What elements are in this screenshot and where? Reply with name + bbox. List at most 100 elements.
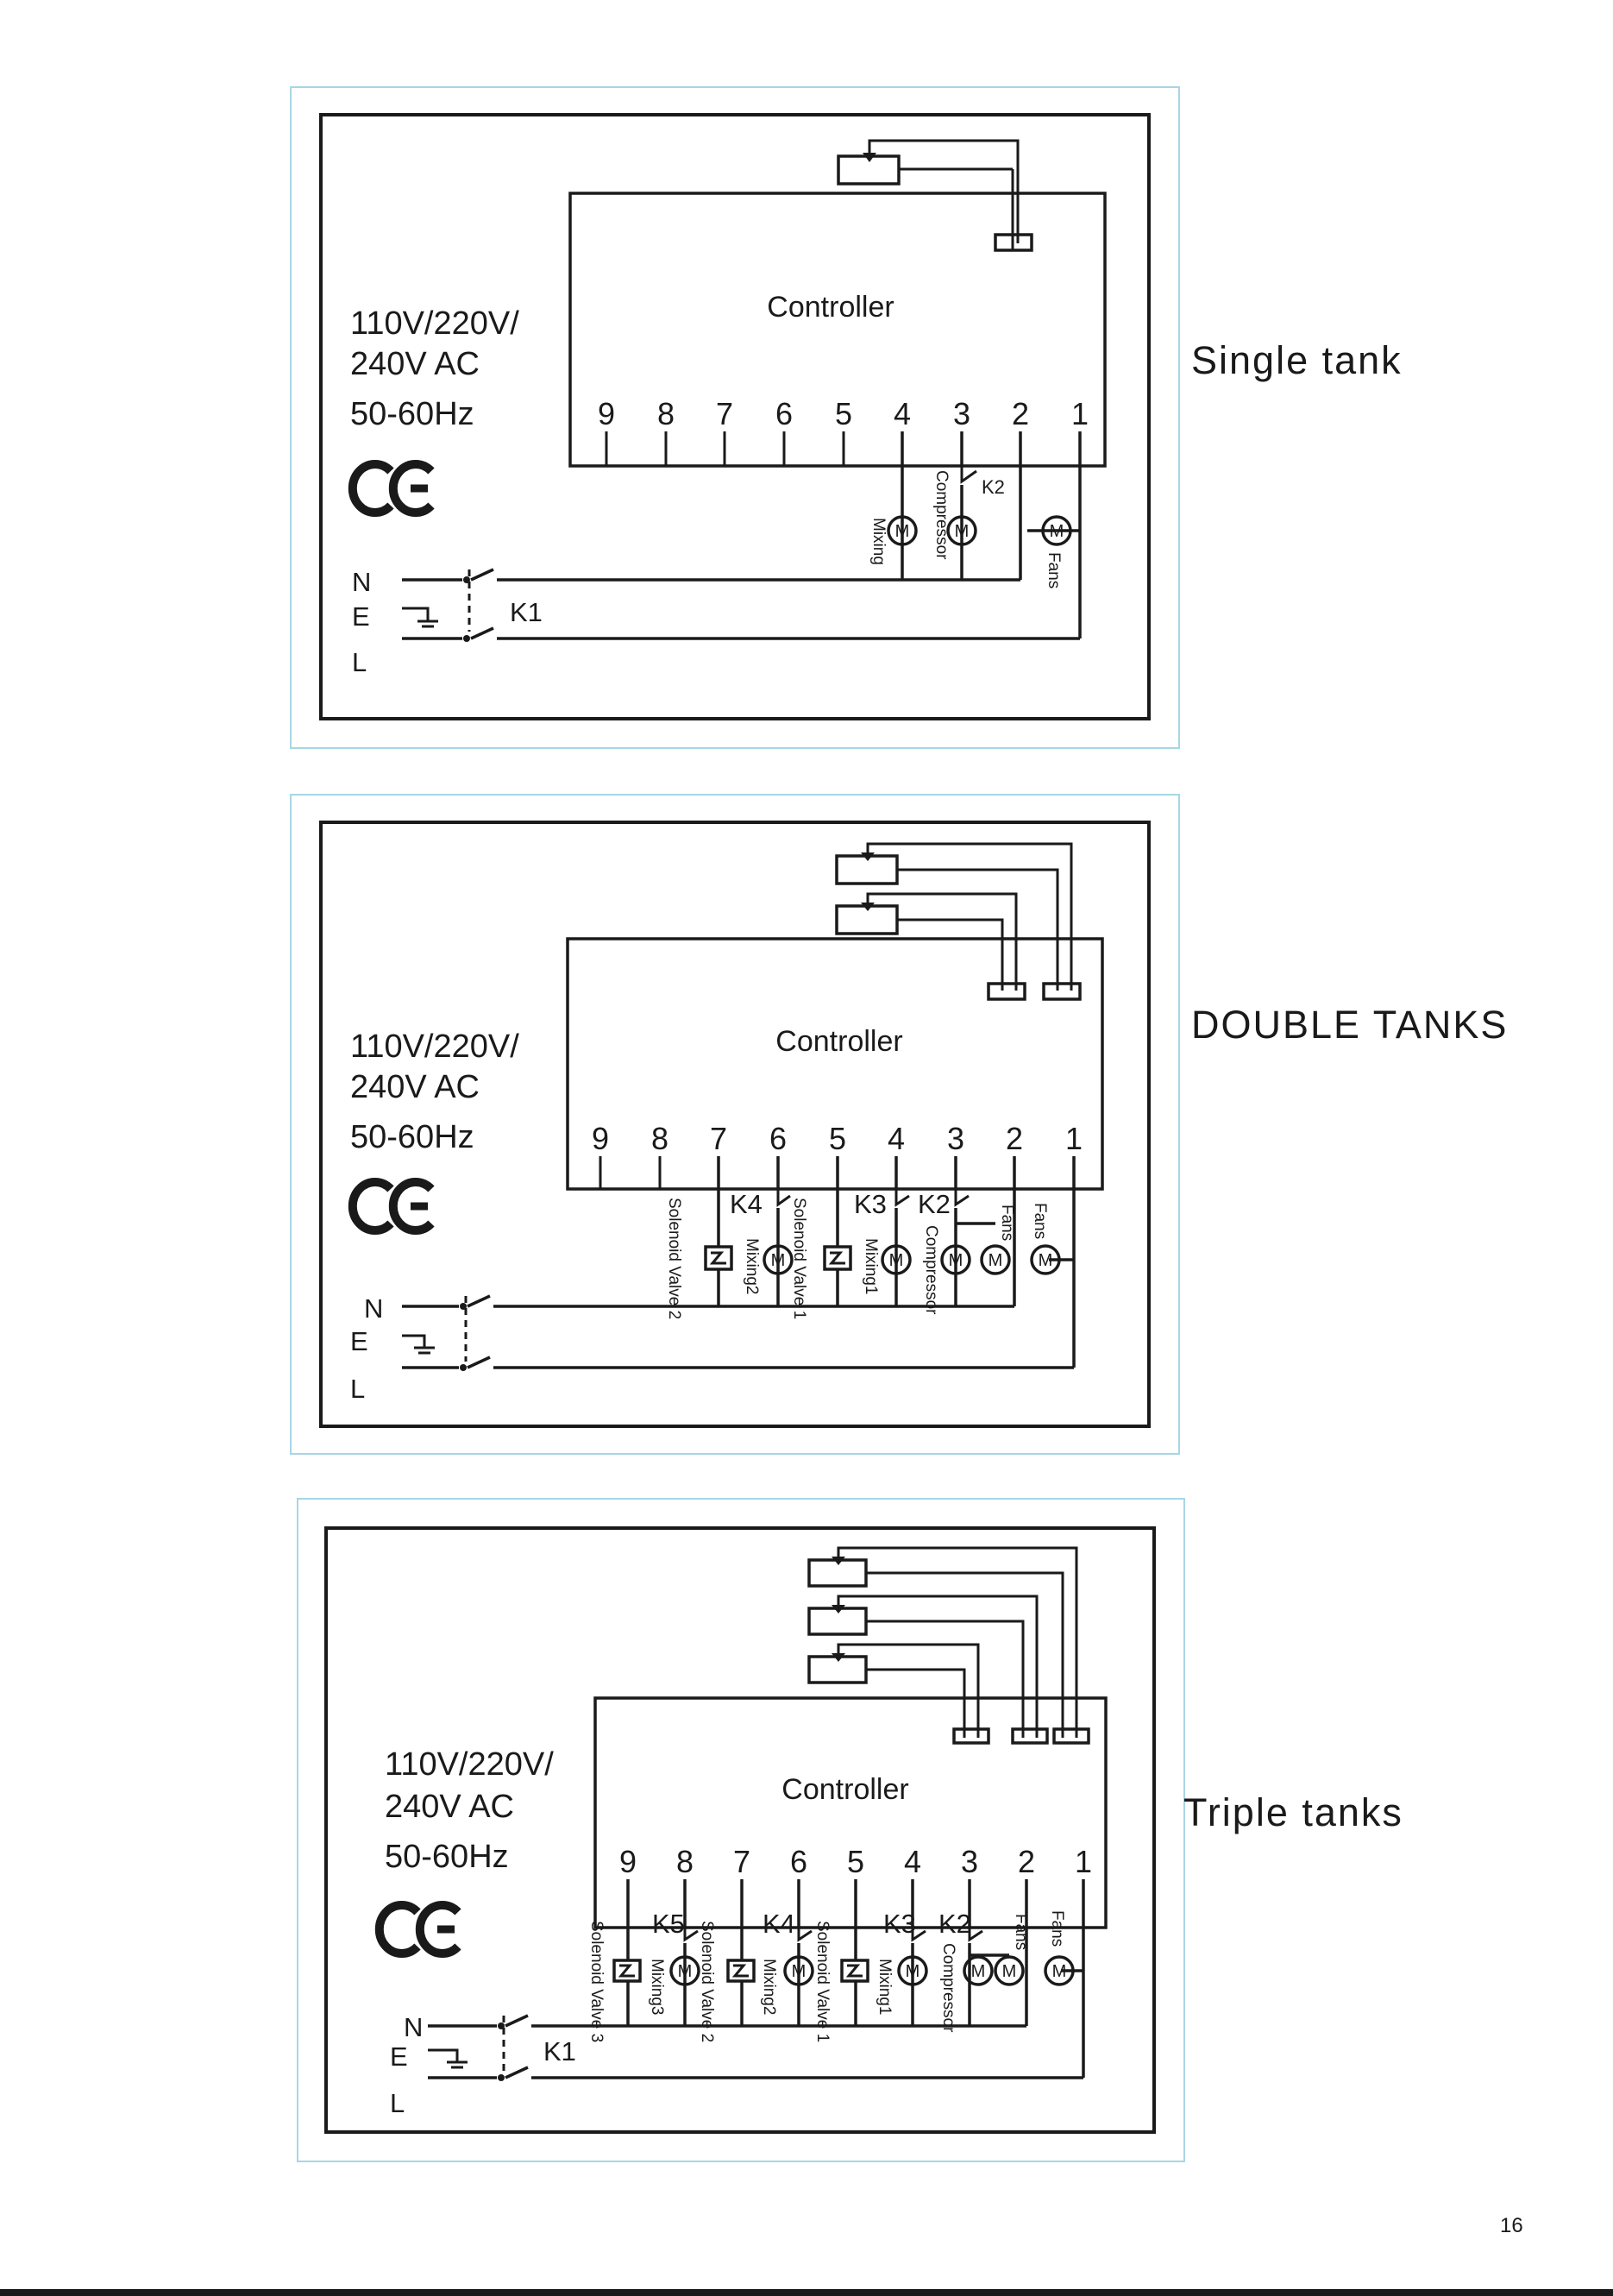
relay-k2: K2 (938, 1909, 971, 1939)
terminal-6: 6 (775, 396, 793, 431)
supply-frequency: 50-60Hz (350, 1119, 474, 1155)
solenoid-valve-2 (726, 1959, 756, 1983)
supply-voltage-line1: 110V/220V/ (385, 1746, 554, 1783)
temperature-sensor-1 (807, 1558, 868, 1588)
fans-motor-1 (994, 1955, 1025, 1986)
label-fans-2: Fans (1048, 1910, 1066, 1947)
svg-text:M: M (955, 522, 970, 541)
svg-text:M: M (895, 522, 910, 541)
mixing3-motor (669, 1955, 700, 1986)
compressor-motor (963, 1955, 994, 1986)
diagram-frame (297, 1498, 1185, 2162)
compressor-motor (946, 515, 977, 546)
label-fans-1: Fans (998, 1205, 1016, 1241)
ce-mark (374, 1901, 461, 1958)
page-number: 16 (1500, 2214, 1523, 2237)
label-solenoid-valve-1: Solenoid Valve 1 (813, 1921, 832, 2042)
label-compressor: Compressor (939, 1943, 957, 2033)
svg-text:M: M (1052, 1962, 1067, 1981)
terminal-1: 1 (1075, 1844, 1092, 1879)
terminal-7: 7 (733, 1844, 750, 1879)
diagram-frame (290, 794, 1180, 1455)
terminal-7: 7 (716, 396, 733, 431)
line-l: L (350, 1374, 365, 1404)
svg-text:M: M (906, 1962, 920, 1981)
relay-k2: K2 (918, 1189, 951, 1219)
svg-text:M: M (971, 1962, 986, 1981)
svg-text:M: M (989, 1251, 1003, 1270)
label-solenoid-valve-2: Solenoid Valve 2 (698, 1921, 716, 2042)
terminal-6: 6 (790, 1844, 807, 1879)
line-n: N (364, 1293, 383, 1324)
switch-k1: K1 (543, 2036, 576, 2066)
relay-k5: K5 (652, 1909, 685, 1939)
terminal-4: 4 (888, 1121, 905, 1156)
temperature-sensor-2 (807, 1607, 868, 1636)
diagram-title-triple: Triple tanks (1183, 1790, 1403, 1834)
relay-k4: K4 (763, 1909, 795, 1939)
ce-mark (348, 1178, 435, 1235)
controller-label: Controller (781, 1773, 908, 1806)
terminal-2: 2 (1006, 1121, 1023, 1156)
fans-motor-2 (1030, 1244, 1061, 1275)
sensor-connector-3 (1052, 1727, 1090, 1745)
supply-voltage-line1: 110V/220V/ (350, 1028, 519, 1065)
terminal-7: 7 (710, 1121, 727, 1156)
label-solenoid-valve-3: Solenoid Valve 3 (587, 1921, 606, 2042)
terminal-2: 2 (1012, 396, 1029, 431)
diagram-title-double: DOUBLE TANKS (1191, 1003, 1509, 1047)
terminal-5: 5 (835, 396, 852, 431)
label-mixing1: Mixing1 (862, 1238, 880, 1294)
terminal-5: 5 (829, 1121, 846, 1156)
terminal-9: 9 (598, 396, 615, 431)
terminal-5: 5 (847, 1844, 864, 1879)
line-e: E (352, 601, 370, 632)
wiring-diagram-triple-tanks: Controller 110V/220V/ 240V AC 50-60Hz 9 … (297, 1498, 1185, 2162)
label-mixing: Mixing (869, 518, 888, 565)
line-e: E (350, 1326, 368, 1356)
svg-text:M: M (771, 1251, 786, 1270)
ce-mark (348, 460, 435, 517)
diagram-title-single: Single tank (1191, 338, 1403, 382)
label-fans: Fans (1045, 552, 1063, 588)
mixing1-motor (881, 1244, 912, 1275)
sensor-connector-1 (987, 982, 1026, 1001)
svg-text:M: M (949, 1251, 963, 1270)
label-mixing1: Mixing1 (876, 1959, 894, 2015)
controller-box (566, 937, 1104, 1191)
temperature-sensor-2 (835, 904, 899, 935)
solenoid-valve-3 (612, 1959, 642, 1983)
mixing1-motor (897, 1955, 928, 1986)
relay-k2: K2 (982, 476, 1005, 498)
terminal-1: 1 (1071, 396, 1089, 431)
label-fans-2: Fans (1031, 1203, 1049, 1239)
sensor-connector-2 (1011, 1727, 1049, 1745)
terminal-9: 9 (619, 1844, 637, 1879)
svg-text:M: M (678, 1962, 693, 1981)
line-e: E (390, 2041, 408, 2072)
supply-voltage-line2: 240V AC (350, 346, 480, 382)
relay-k3: K3 (883, 1909, 916, 1939)
label-mixing3: Mixing3 (648, 1959, 666, 2015)
mixing2-motor (783, 1955, 814, 1986)
line-l: L (352, 647, 367, 677)
svg-text:M: M (1050, 522, 1064, 541)
terminal-1: 1 (1065, 1121, 1083, 1156)
label-mixing2: Mixing2 (743, 1238, 761, 1294)
svg-text:M: M (889, 1251, 904, 1270)
svg-text:M: M (792, 1962, 806, 1981)
diagram-border (324, 1526, 1156, 2134)
line-n: N (404, 2012, 423, 2042)
supply-frequency: 50-60Hz (385, 1839, 509, 1875)
mixing-motor (887, 515, 918, 546)
label-solenoid-valve-1: Solenoid Valve 1 (790, 1198, 808, 1319)
terminal-8: 8 (676, 1844, 694, 1879)
mixing2-motor (763, 1244, 794, 1275)
terminal-3: 3 (953, 396, 970, 431)
sensor-connector-2 (1042, 982, 1082, 1001)
label-solenoid-valve-2: Solenoid Valve 2 (665, 1198, 683, 1319)
relay-k3: K3 (854, 1189, 887, 1219)
wiring-diagram-double-tanks: Controller 110V/220V/ 240V AC 50-60Hz 9 … (290, 794, 1180, 1455)
controller-label: Controller (775, 1025, 902, 1058)
page-bottom-rule (0, 2289, 1613, 2296)
